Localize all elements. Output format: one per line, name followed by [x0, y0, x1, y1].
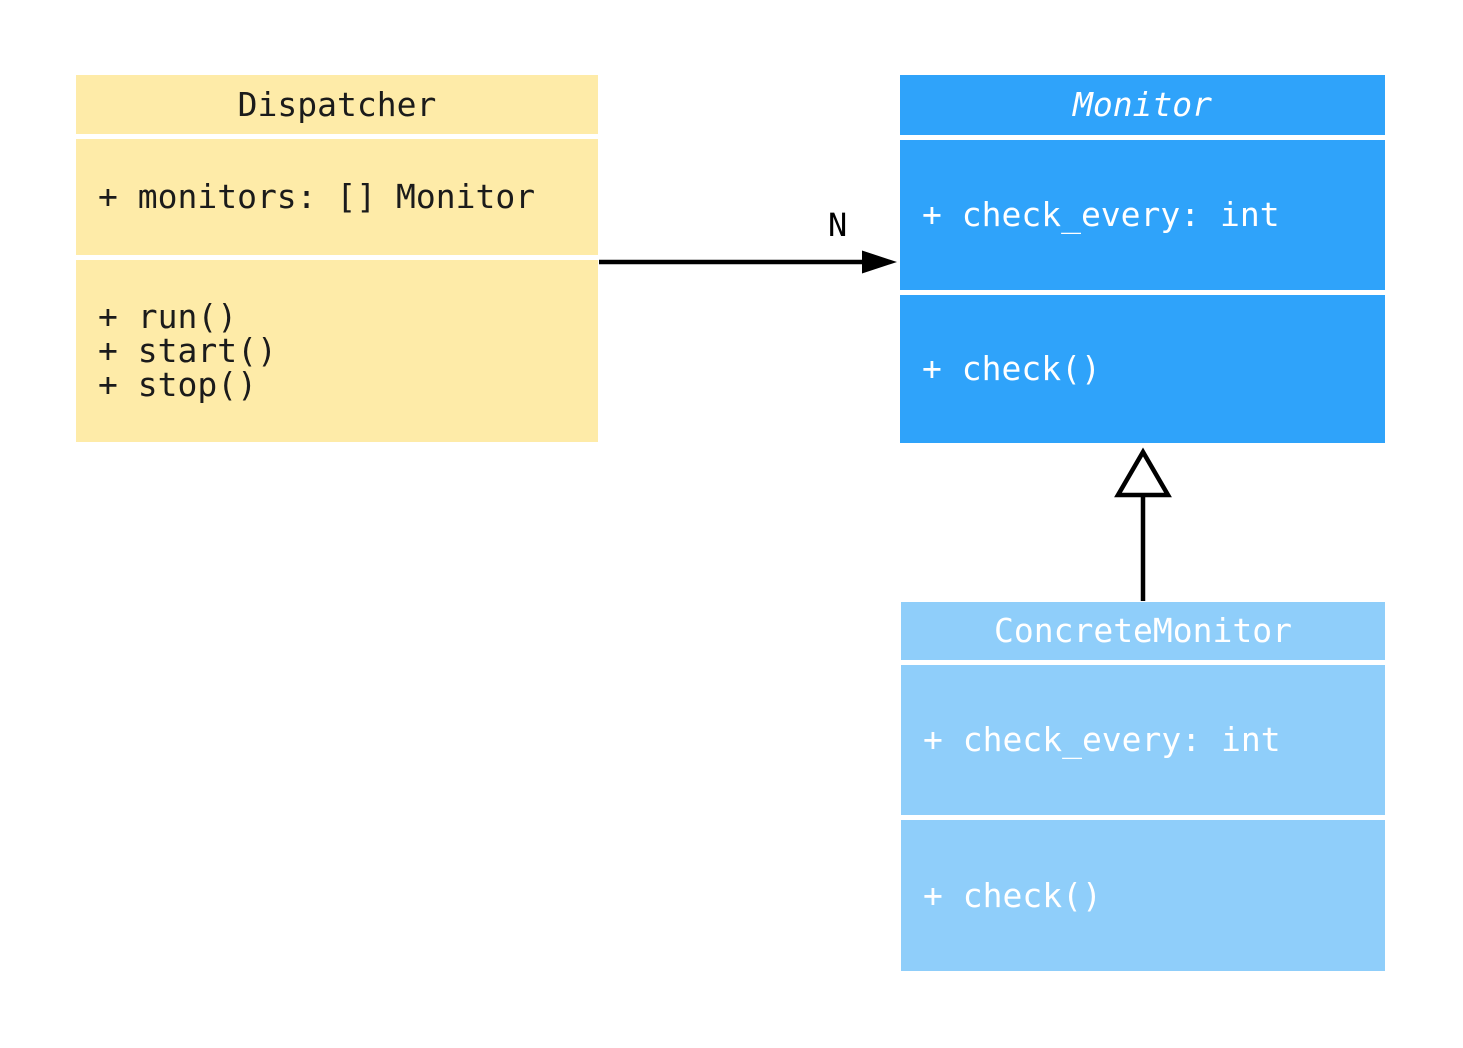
attributes-section-monitor: + check_every: int — [900, 140, 1385, 290]
section-divider — [76, 134, 598, 139]
section-divider — [901, 660, 1385, 665]
method-row: + start() — [98, 331, 277, 370]
inheritance-triangle-icon — [1114, 447, 1172, 498]
class-header-dispatcher: Dispatcher — [76, 75, 598, 134]
attribute-row: + check_every: int — [923, 720, 1281, 759]
class-box-concrete-monitor: ConcreteMonitor + check_every: int + che… — [901, 602, 1385, 971]
class-header-monitor: Monitor — [900, 75, 1385, 135]
method-row: + check() — [923, 875, 1102, 915]
class-box-dispatcher: Dispatcher + monitors: [] Monitor + run(… — [76, 75, 598, 442]
methods-section-concrete-monitor: + check() — [901, 820, 1385, 971]
section-divider — [900, 135, 1385, 140]
association-arrowhead-icon — [862, 250, 897, 274]
class-title: Monitor — [1072, 85, 1213, 124]
attributes-section-dispatcher: + monitors: [] Monitor — [76, 139, 598, 255]
inheritance-arrow-concretemonitor-to-monitor — [1114, 447, 1172, 601]
methods-section-dispatcher: + run() + start() + stop() — [76, 260, 598, 442]
method-row: + stop() — [98, 365, 257, 404]
method-row: + run() — [98, 297, 238, 336]
class-box-monitor: Monitor + check_every: int + check() — [900, 75, 1385, 443]
section-divider — [900, 290, 1385, 295]
attribute-row: + monitors: [] Monitor — [98, 177, 536, 216]
attributes-section-concrete-monitor: + check_every: int — [901, 665, 1385, 815]
association-arrow-dispatcher-to-monitor — [599, 250, 897, 274]
method-row: + check() — [922, 349, 1101, 388]
association-multiplicity-label: N — [828, 206, 848, 244]
attribute-row: + check_every: int — [922, 195, 1280, 234]
methods-section-monitor: + check() — [900, 295, 1385, 443]
class-header-concrete-monitor: ConcreteMonitor — [901, 602, 1385, 660]
section-divider — [76, 255, 598, 260]
section-divider — [901, 815, 1385, 820]
class-title: Dispatcher — [237, 84, 437, 124]
class-title: ConcreteMonitor — [993, 611, 1292, 650]
